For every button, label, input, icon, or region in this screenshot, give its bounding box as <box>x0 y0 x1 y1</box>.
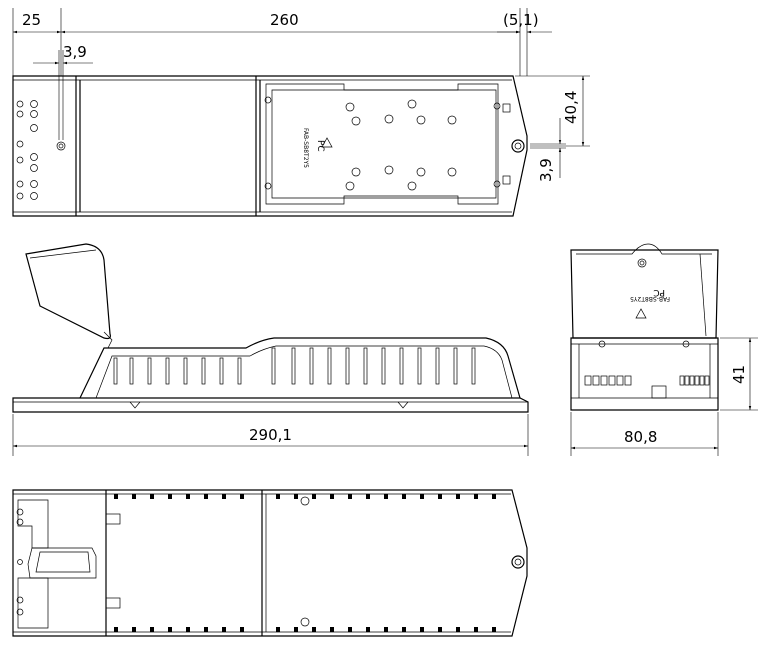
rib <box>165 357 170 385</box>
terminal-blocks <box>584 375 710 386</box>
side-view: 290,1 <box>12 243 529 456</box>
dim-25: 25 <box>22 11 41 29</box>
dimension-top-lengths: 25 260 (5,1) <box>12 8 552 76</box>
dim-290-1: 290,1 <box>249 426 292 444</box>
rib <box>417 347 422 385</box>
mount-hole-right <box>511 139 525 153</box>
cooling-ribs <box>113 347 476 385</box>
rib <box>381 347 386 385</box>
dim-260: 260 <box>270 11 299 29</box>
part-number-label-end: FAB-SB8T2Y5 <box>630 295 670 302</box>
rib <box>129 357 134 385</box>
rib <box>237 357 242 385</box>
rib <box>147 357 152 385</box>
rib <box>345 347 350 385</box>
dimension-end-width: 80,8 <box>570 412 719 456</box>
rib <box>201 357 206 385</box>
part-number-label: FAB-SB8T2Y5 <box>302 128 309 168</box>
bottom-vents <box>114 494 496 632</box>
material-marking: PC FAB-SB8T2Y5 <box>302 128 333 168</box>
rib <box>471 347 476 385</box>
rib <box>363 347 368 385</box>
dimension-hole-right: 3,9 <box>530 118 566 182</box>
rib <box>183 357 188 385</box>
rib <box>271 347 276 385</box>
rib <box>327 347 332 385</box>
bottom-view <box>12 489 528 637</box>
cover-screw-holes <box>264 96 511 191</box>
dim-80-8: 80,8 <box>624 428 657 446</box>
top-view: 25 260 (5,1) 3,9 <box>12 8 590 217</box>
mount-hole-bottom <box>511 555 525 569</box>
dimension-side-length: 290,1 <box>12 414 529 456</box>
rib <box>399 347 404 385</box>
dim-3-9-right: 3,9 <box>537 158 555 182</box>
rib <box>219 357 224 385</box>
dim-3-9-left: 3,9 <box>63 43 87 61</box>
terminal-holes-left <box>16 100 66 200</box>
dimension-hole-left: 3,9 <box>33 43 93 140</box>
dimension-height-40-4: 40,4 <box>515 75 590 147</box>
dim-40-4: 40,4 <box>562 91 580 124</box>
rib <box>113 357 118 385</box>
rib <box>453 347 458 385</box>
rib <box>309 347 314 385</box>
dim-5-1: (5,1) <box>503 11 539 29</box>
end-view: PC FAB-SB8T2Y5 41 80,8 <box>570 243 758 456</box>
dimension-end-height: 41 <box>720 337 758 411</box>
material-label-end: PC <box>653 287 665 297</box>
material-label: PC <box>315 140 325 152</box>
rib <box>435 347 440 385</box>
rib <box>291 347 296 385</box>
dim-41: 41 <box>730 365 748 384</box>
